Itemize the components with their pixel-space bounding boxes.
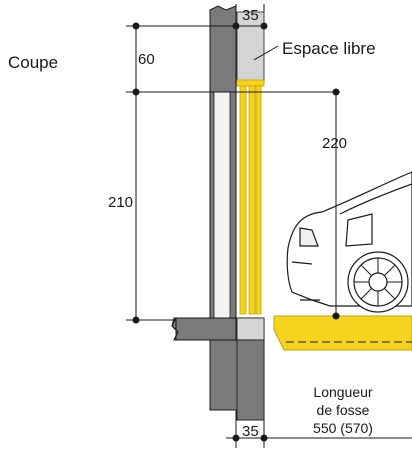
dimension-lines [126,4,412,448]
section-title: Coupe [8,53,58,72]
slab-break [171,317,179,341]
lift-platform [273,315,412,351]
dimension-dots [132,22,340,442]
lift-post-2 [248,85,256,315]
pit-length-line2: de fosse [317,402,370,418]
floor-slab-main [175,317,237,341]
dim-clear-height: 220 [322,135,347,152]
pit-length-line1: Longueur [313,384,373,400]
pit-wall-light [236,317,265,341]
dim-top-height: 60 [138,51,155,68]
dim-bottom-width: 35 [242,423,259,440]
wall-inner-strip [213,91,231,319]
lift-top-bar [236,79,265,87]
lower-column-light [236,339,265,421]
lift-post-1 [239,85,247,315]
free-space-label: Espace libre [282,39,376,58]
car-drawing [286,171,412,313]
pit-length-line3: 550 (570) [313,420,373,436]
dim-wall-height: 210 [108,194,133,211]
dim-top-width: 35 [242,7,259,24]
lift-post-3 [255,85,262,315]
